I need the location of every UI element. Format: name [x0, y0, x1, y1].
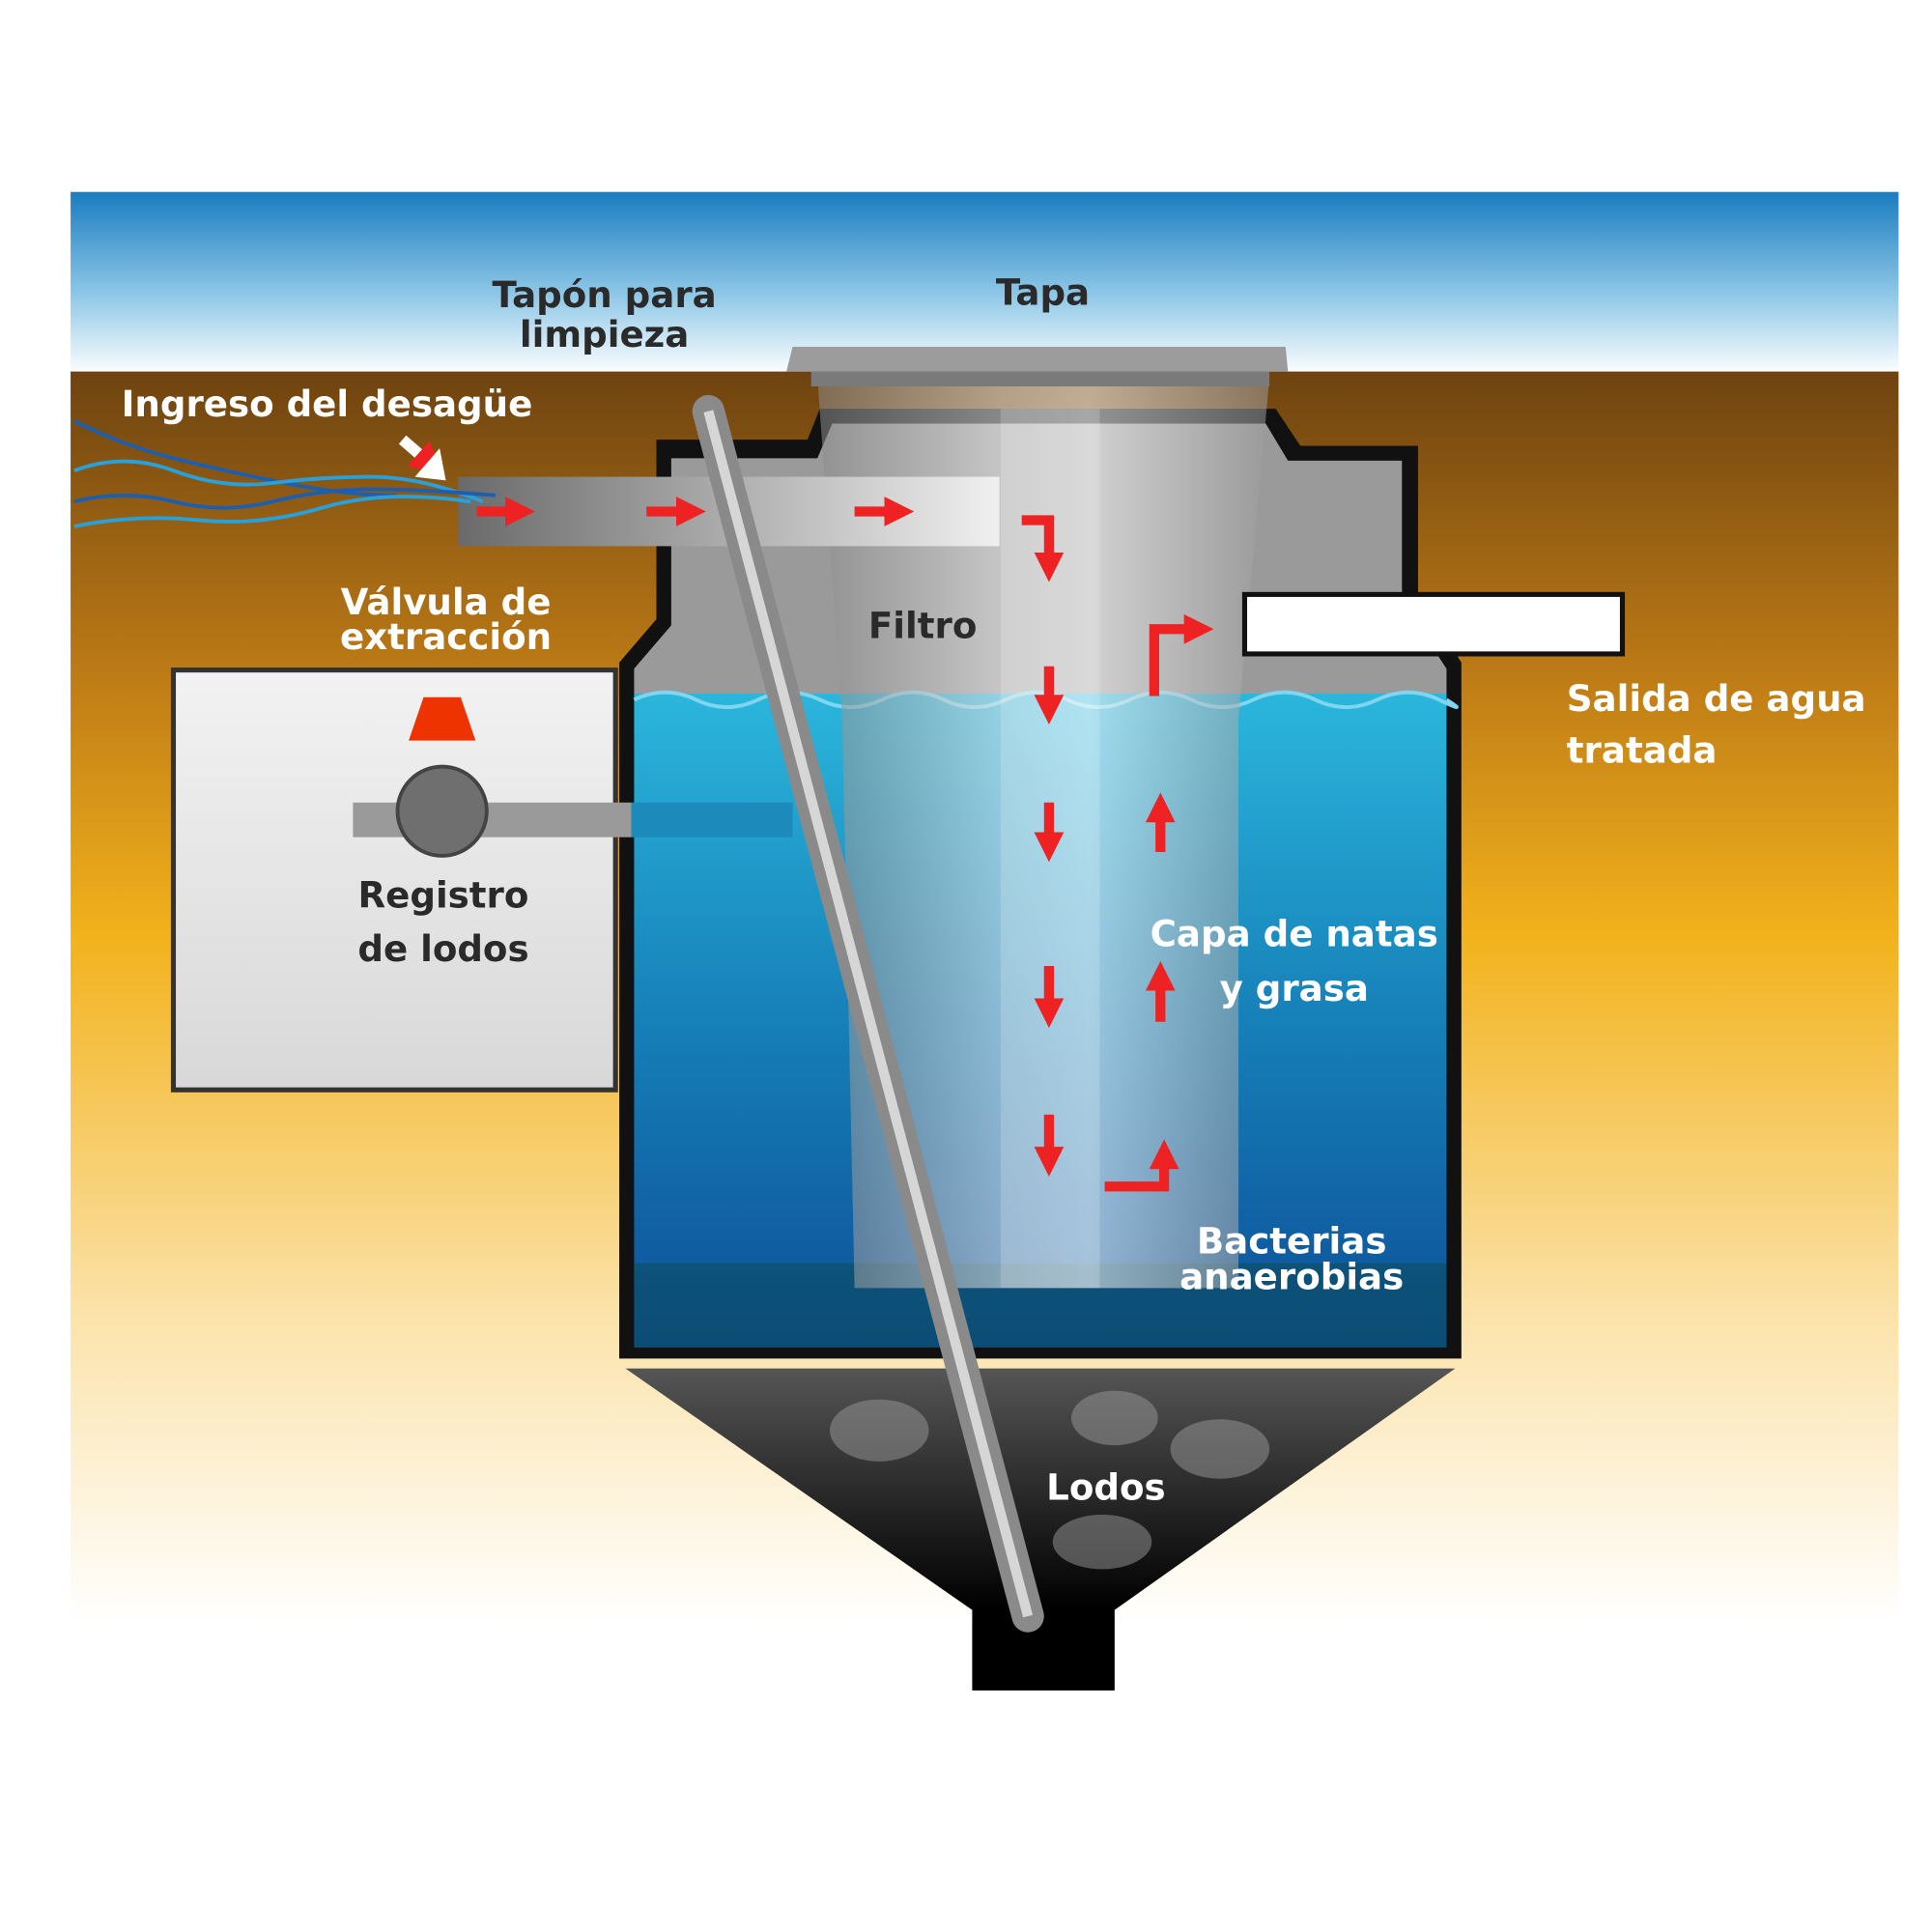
- arrow-bent-up: [1104, 1139, 1179, 1192]
- label-inlet: Ingreso del desagüe: [122, 383, 533, 425]
- sludge-blob: [1052, 1514, 1152, 1570]
- label-sludge: Lodos: [1046, 1466, 1165, 1509]
- sky-band: [71, 191, 1899, 376]
- inflow-waves: [73, 419, 496, 528]
- valve-cap: [409, 696, 476, 741]
- outlet-pipe: [1241, 591, 1626, 657]
- arrow-bent-down: [1021, 515, 1065, 582]
- valve-pipe-water: [631, 802, 793, 838]
- sludge-outlet: [972, 1607, 1115, 1690]
- sludge-blob: [1170, 1419, 1270, 1479]
- lid: [786, 346, 1289, 372]
- inlet-pointer-arrowhead: [414, 448, 446, 481]
- sludge-blob: [1070, 1390, 1158, 1446]
- label-filter: Filtro: [868, 604, 977, 646]
- valve-ball: [395, 764, 489, 858]
- arrow-bent-right: [1149, 613, 1214, 696]
- label-lid: Tapa: [996, 270, 1090, 313]
- valve-pipe: [353, 802, 632, 838]
- sludge-register-box: [170, 668, 618, 1093]
- inlet-pointer-arrow: [398, 435, 444, 476]
- extraction-tube-highlight: [703, 410, 1034, 1618]
- lid-rim: [810, 371, 1270, 386]
- sludge-blob: [829, 1399, 929, 1462]
- flow-arrows: [476, 497, 1214, 1192]
